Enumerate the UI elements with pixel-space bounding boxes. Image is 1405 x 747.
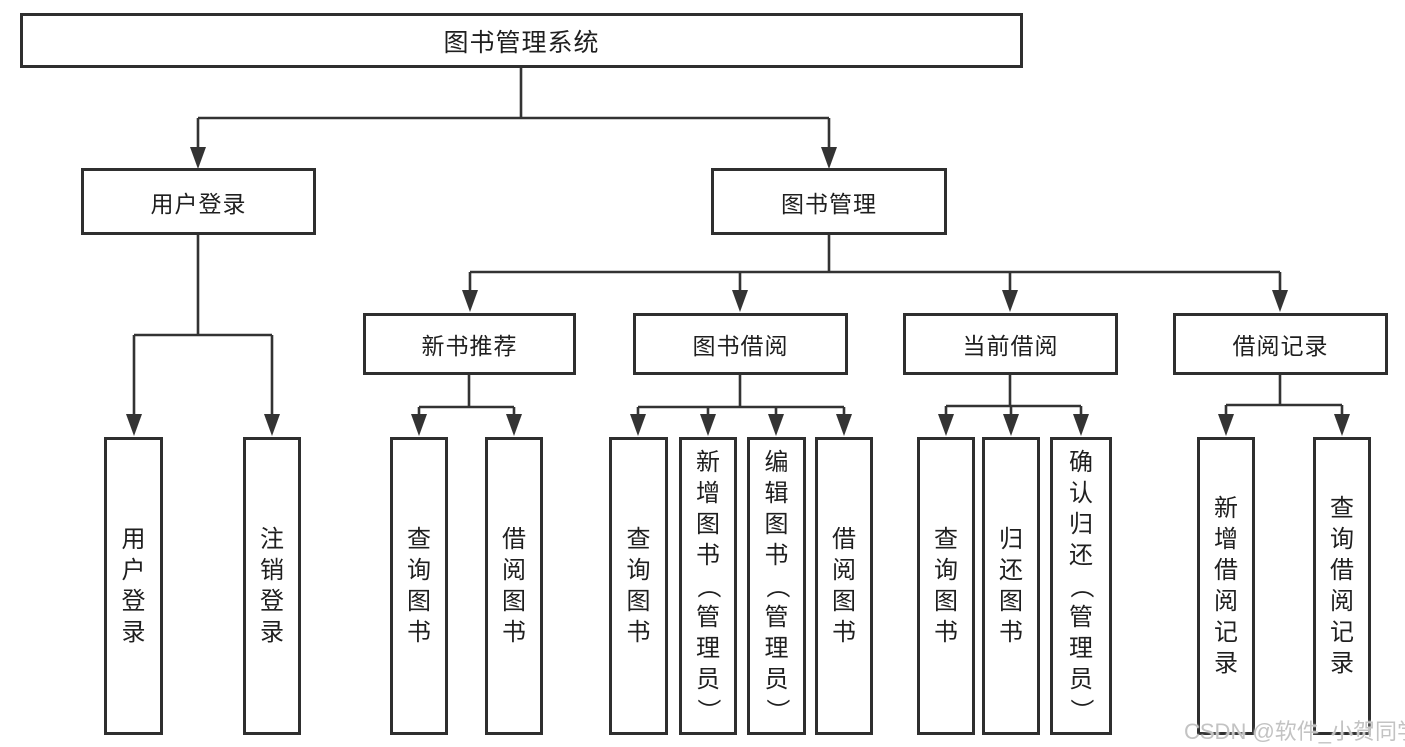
node-book-borrowing: 图书借阅	[633, 313, 848, 375]
arrowhead-icon	[1272, 290, 1288, 312]
arrowhead-icon	[938, 414, 954, 436]
node-borrowing-records: 借阅记录	[1173, 313, 1388, 375]
leaf-borrow-books-recommend: 借阅图书	[485, 437, 543, 735]
leaf-query-books-current: 查询图书	[917, 437, 975, 735]
node-book-management: 图书管理	[711, 168, 947, 235]
arrowhead-icon	[836, 414, 852, 436]
arrowhead-icon	[411, 414, 427, 436]
leaf-return-books: 归还图书	[982, 437, 1040, 735]
edge-new-book-recommend-to-leaves	[411, 375, 522, 436]
arrowhead-icon	[264, 414, 280, 436]
edge-book-borrowing-to-leaves	[630, 375, 852, 436]
leaf-borrow-books-borrowing: 借阅图书	[815, 437, 873, 735]
arrowhead-icon	[462, 290, 478, 312]
leaf-add-borrow-record: 新增借阅记录	[1197, 437, 1255, 735]
arrowhead-icon	[190, 147, 206, 169]
arrowhead-icon	[700, 414, 716, 436]
leaf-add-book-admin: 新增图书（管理员）	[679, 437, 737, 735]
node-user-login: 用户登录	[81, 168, 316, 235]
arrowhead-icon	[630, 414, 646, 436]
arrowhead-icon	[1073, 414, 1089, 436]
leaf-query-books-recommend: 查询图书	[390, 437, 448, 735]
arrowhead-icon	[768, 414, 784, 436]
node-current-borrowing: 当前借阅	[903, 313, 1118, 375]
edge-current-borrowing-to-leaves	[938, 375, 1089, 436]
arrowhead-icon	[1002, 290, 1018, 312]
arrowhead-icon	[1218, 414, 1234, 436]
arrowhead-icon	[1003, 414, 1019, 436]
leaf-logout: 注销登录	[243, 437, 301, 735]
node-library-management-system: 图书管理系统	[20, 13, 1023, 68]
leaf-user-login: 用户登录	[104, 437, 163, 735]
arrowhead-icon	[732, 290, 748, 312]
csdn-watermark: CSDN @软件_小贺同学	[1184, 719, 1405, 744]
arrowhead-icon	[126, 414, 142, 436]
edge-root-to-level2	[190, 68, 837, 169]
arrowhead-icon	[506, 414, 522, 436]
leaf-query-borrow-record: 查询借阅记录	[1313, 437, 1371, 735]
edge-borrowing-records-to-leaves	[1218, 375, 1350, 436]
node-new-book-recommend: 新书推荐	[363, 313, 576, 375]
leaf-confirm-return-admin: 确认归还（管理员）	[1050, 437, 1112, 735]
edge-user-login-to-leaves	[126, 235, 280, 436]
arrowhead-icon	[821, 147, 837, 169]
leaf-query-books-borrowing: 查询图书	[609, 437, 668, 735]
edge-book-management-to-level3	[462, 235, 1288, 312]
arrowhead-icon	[1334, 414, 1350, 436]
leaf-edit-book-admin: 编辑图书（管理员）	[747, 437, 806, 735]
